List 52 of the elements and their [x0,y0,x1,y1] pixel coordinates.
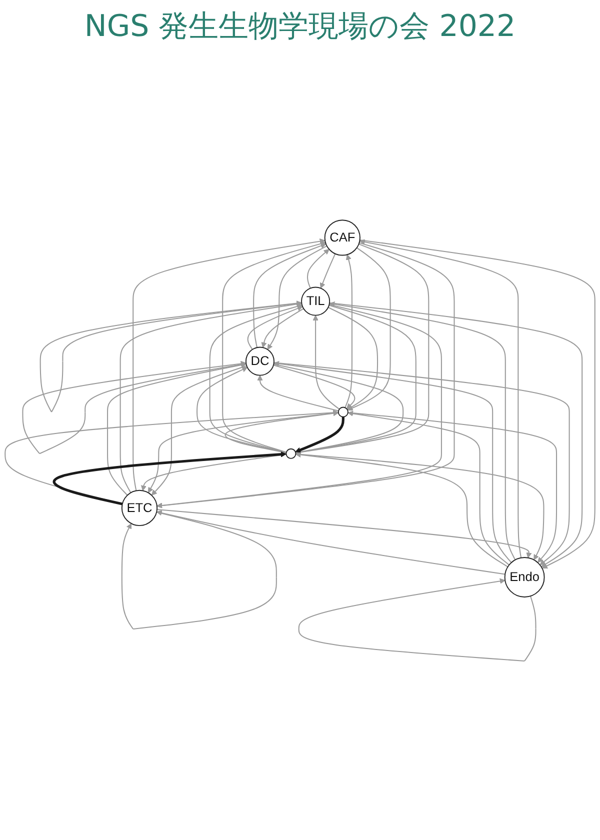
arrow [107,362,246,496]
arrow [295,417,344,454]
arrow [120,302,302,494]
arrow [4,410,339,505]
arrow [274,361,512,564]
arrow [225,411,339,454]
arrow [295,452,508,568]
node-circle [286,448,296,460]
arrow [273,365,356,410]
arrow [253,244,326,348]
arrow [247,306,303,350]
arrow [132,238,326,492]
arrow [261,308,304,348]
arrow [257,375,339,412]
arrow [359,240,522,558]
arrow [196,367,286,454]
arrow [140,454,286,492]
arrow [156,304,442,509]
arrow [209,304,302,454]
arrow [274,364,404,456]
arrow [295,305,416,456]
arrow [348,412,558,564]
arrow [348,411,510,566]
node-circle: DC [245,347,274,376]
arrow [222,242,326,454]
arrow [329,302,516,561]
arrow [347,248,391,412]
arrow [22,361,246,454]
node-circle: TIL [301,287,330,316]
arrow [40,300,302,413]
arrow [320,254,336,289]
arrow [274,362,570,566]
node-circle: Endo [504,557,545,598]
arrow [306,249,330,289]
arrow [156,509,532,558]
arrow [151,366,247,496]
arrow [156,510,506,576]
arrow [53,452,286,506]
title: NGS 発生生物学現場の会 2022 [83,8,517,46]
arrow [360,240,596,569]
arrow [267,246,328,350]
arrow [121,512,277,630]
arrow [156,242,455,509]
arrow [344,254,352,408]
arrow [329,302,583,568]
arrow [328,307,378,410]
arrow [298,578,536,662]
node-circle [338,407,348,418]
node-circle: CAF [324,220,360,256]
node-circle: ETC [121,490,158,526]
arrow [295,244,430,456]
arrow [312,315,340,410]
